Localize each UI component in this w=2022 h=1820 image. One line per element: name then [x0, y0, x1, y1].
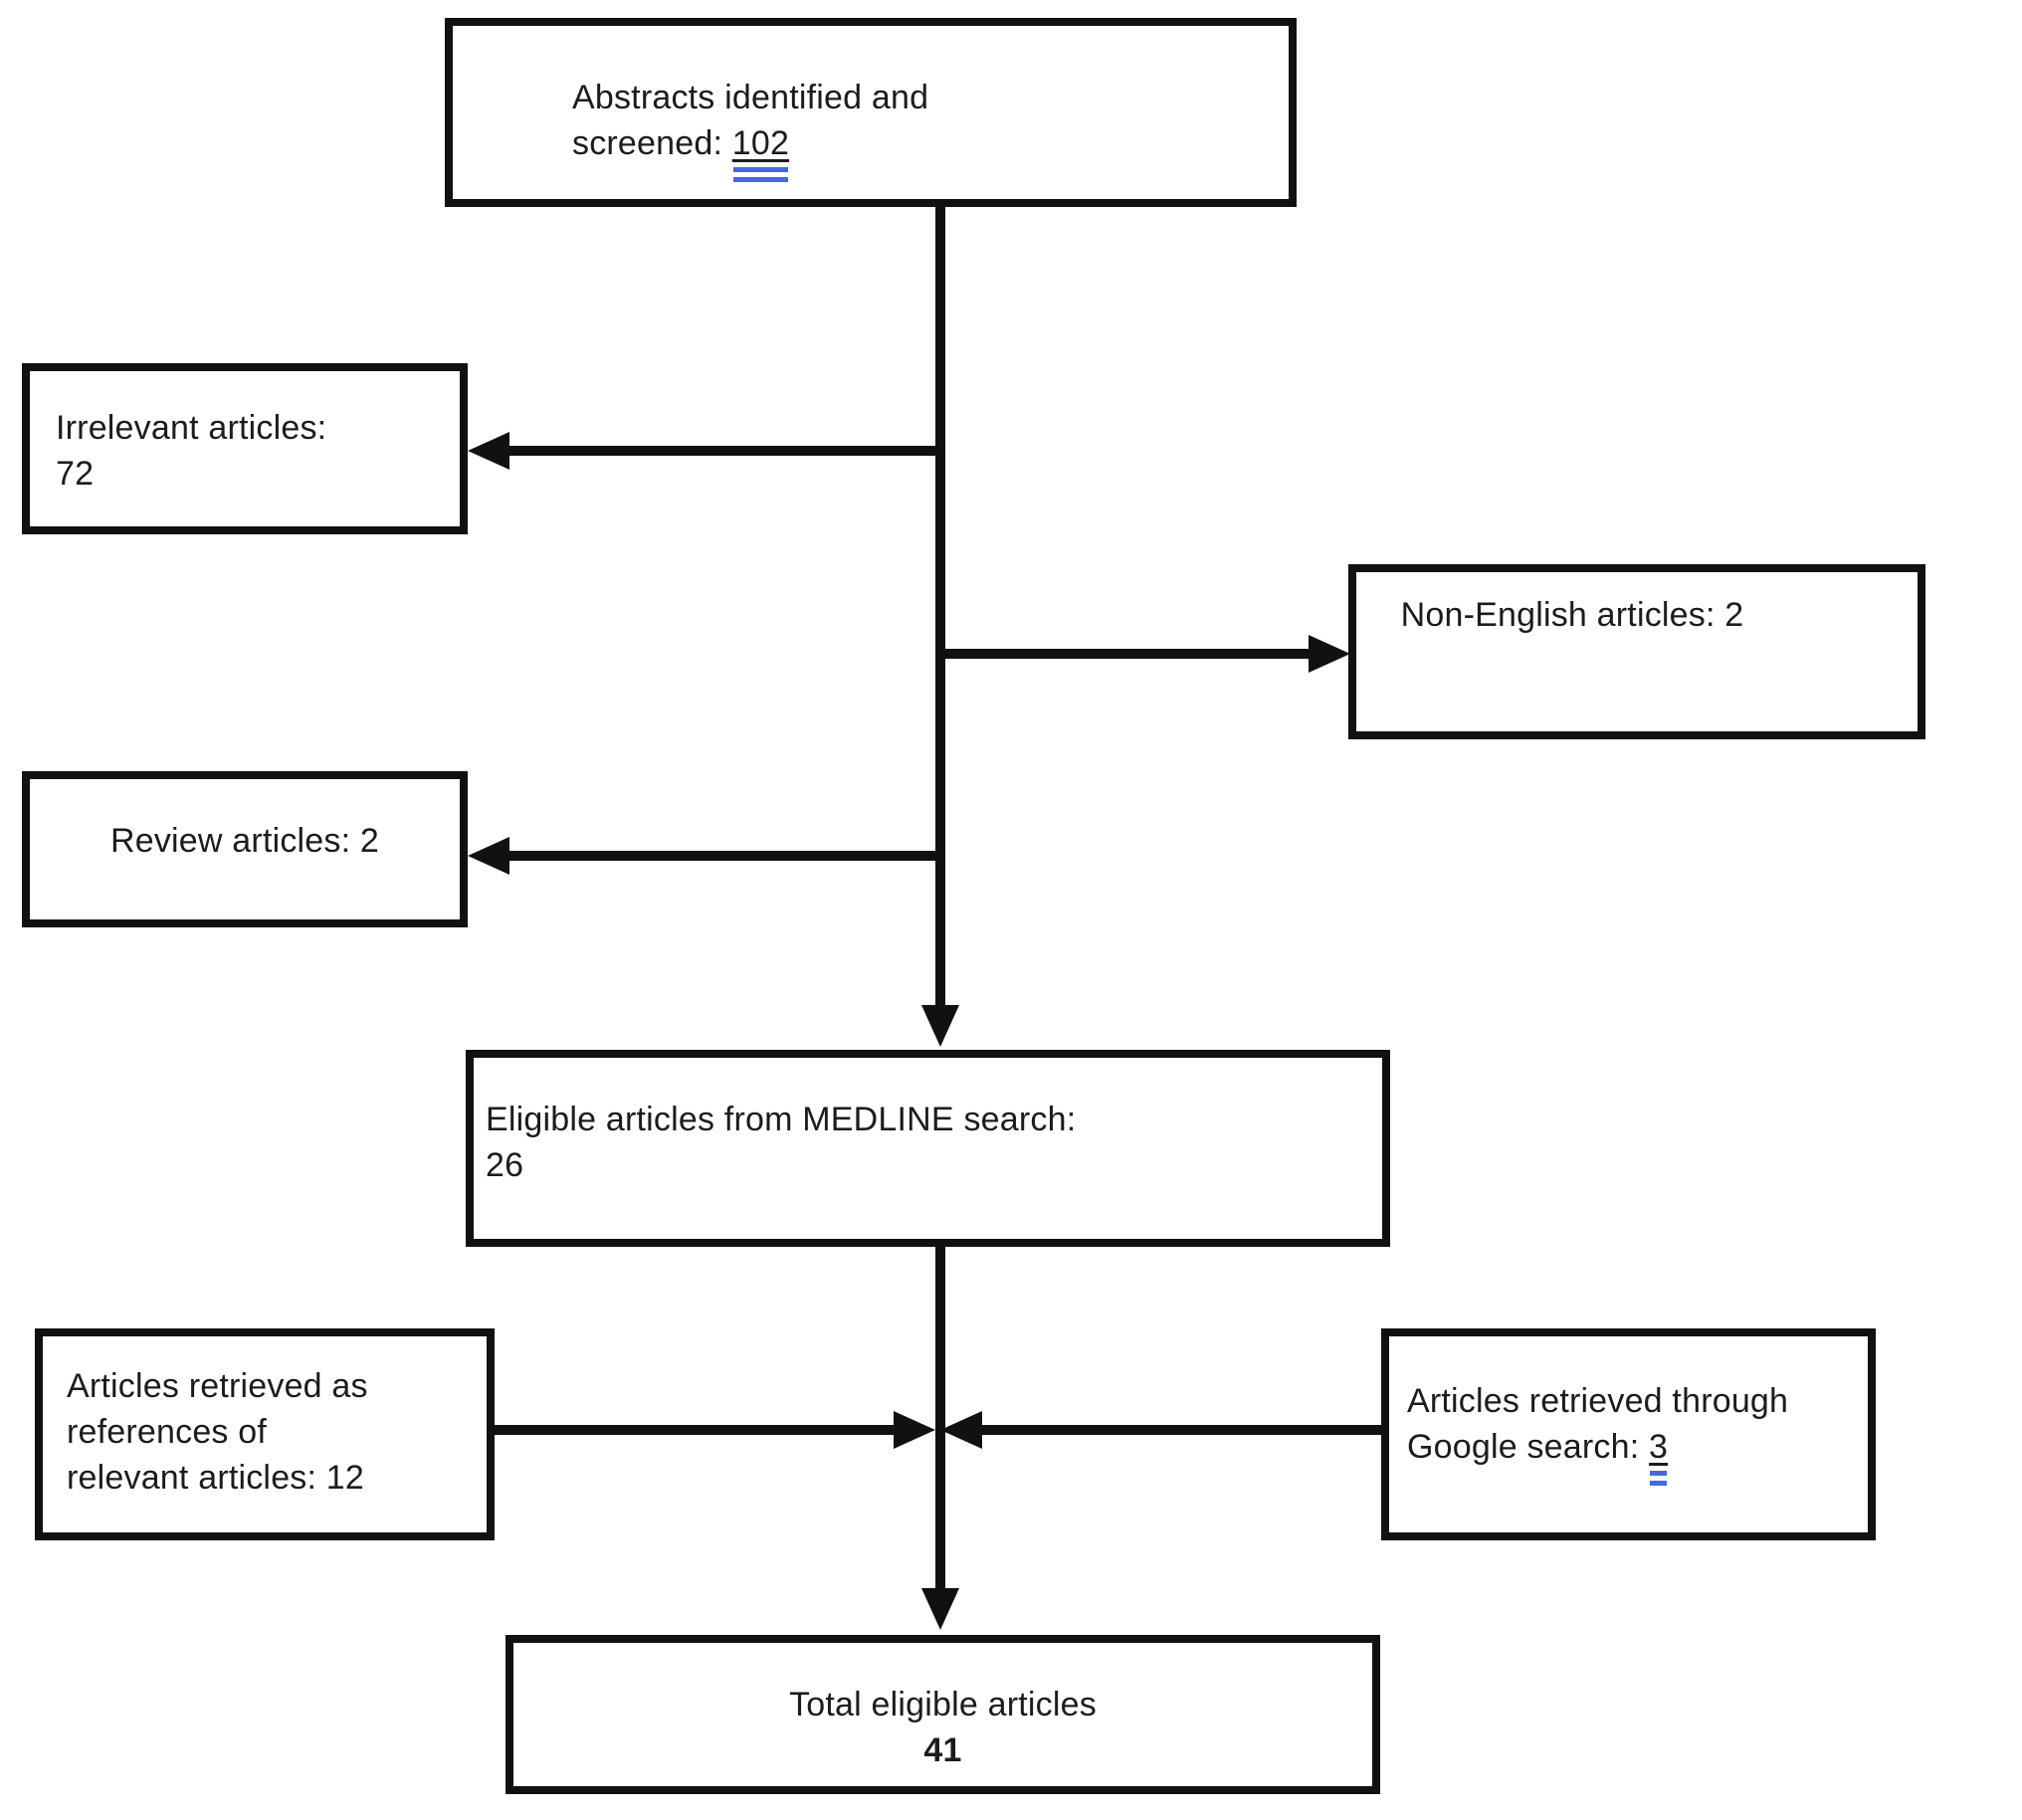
connector-to-review — [503, 851, 937, 861]
box-review-articles: Review articles: 2 — [22, 771, 468, 927]
arrow-down-icon — [921, 1588, 959, 1630]
box-irrelevant-articles: Irrelevant articles: 72 — [22, 363, 468, 534]
irrelevant-line1: Irrelevant articles: — [56, 409, 327, 447]
box-total-eligible: Total eligible articles 41 — [506, 1635, 1380, 1794]
total-line1: Total eligible articles — [789, 1686, 1097, 1723]
box-references-articles: Articles retrieved as references of rele… — [35, 1328, 495, 1540]
connector-from-google — [982, 1425, 1381, 1435]
references-line2: references of — [67, 1413, 268, 1451]
abstracts-count-annotated: 102 — [731, 124, 790, 162]
total-count: 41 — [923, 1731, 962, 1769]
box-abstracts-screened: Abstracts identified and screened: 102 — [445, 18, 1297, 207]
arrow-down-icon — [921, 1005, 959, 1047]
connector-to-non-english — [940, 649, 1311, 659]
medline-line1: Eligible articles from MEDLINE search: — [486, 1101, 1077, 1138]
abstracts-line1: Abstracts identified and — [572, 79, 929, 116]
irrelevant-count: 72 — [56, 455, 95, 493]
connector-from-references — [495, 1425, 894, 1435]
google-line2: Google search: 3 — [1407, 1424, 1858, 1470]
references-line3: relevant articles: 12 — [67, 1459, 365, 1497]
arrow-left-icon — [468, 432, 509, 470]
google-count-annotated: 3 — [1649, 1428, 1669, 1466]
arrow-right-icon — [894, 1411, 935, 1449]
abstracts-line2: screened: 102 — [572, 120, 1279, 166]
arrow-left-icon — [940, 1411, 982, 1449]
review-text: Review articles: 2 — [109, 822, 380, 860]
abstracts-line2-prefix: screened: — [572, 124, 732, 162]
box-non-english-articles: Non-English articles: 2 — [1348, 564, 1925, 739]
non-english-text: Non-English articles: 2 — [1400, 596, 1744, 634]
box-google-search-articles: Articles retrieved through Google search… — [1381, 1328, 1876, 1540]
google-line2-prefix: Google search: — [1407, 1428, 1650, 1466]
box-eligible-medline: Eligible articles from MEDLINE search: 2… — [466, 1050, 1390, 1247]
google-line1: Articles retrieved through — [1407, 1382, 1789, 1420]
connector-abstracts-to-medline — [935, 207, 945, 1005]
references-line1: Articles retrieved as — [67, 1367, 368, 1405]
arrow-right-icon — [1309, 635, 1350, 673]
arrow-left-icon — [468, 837, 509, 875]
connector-to-irrelevant — [503, 446, 937, 456]
medline-count: 26 — [486, 1146, 524, 1184]
